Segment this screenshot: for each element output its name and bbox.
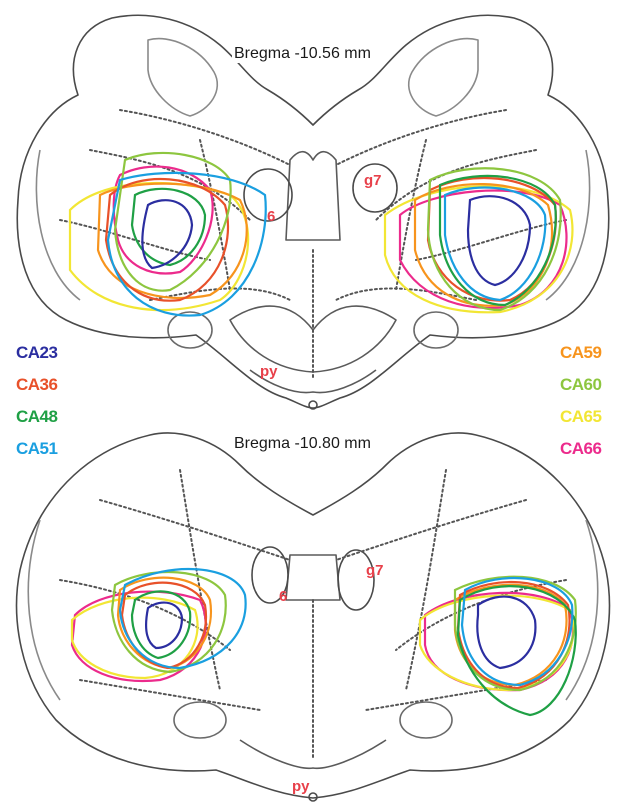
section-title-top: Bregma -10.56 mm: [232, 45, 373, 63]
label-py-top: py: [260, 363, 278, 380]
legend-item-ca48: CA48: [16, 407, 57, 427]
label-g7-bottom: g7: [366, 562, 384, 579]
legend-item-ca36: CA36: [16, 375, 57, 395]
legend-item-ca23: CA23: [16, 343, 57, 363]
section-title-bottom: Bregma -10.80 mm: [232, 435, 373, 453]
legend-item-ca51: CA51: [16, 439, 57, 459]
label-6-bottom: 6: [279, 588, 287, 605]
section-top-dotted-tracts: [60, 110, 566, 380]
legend-item-ca59: CA59: [560, 343, 601, 363]
contours-top-left: [70, 153, 266, 316]
section-bottom-dotted-tracts: [60, 470, 566, 760]
label-6-top: 6: [267, 208, 275, 225]
contours-bottom-right: [420, 577, 576, 715]
legend-item-ca65: CA65: [560, 407, 601, 427]
legend-item-ca66: CA66: [560, 439, 601, 459]
label-g7-top: g7: [364, 172, 382, 189]
legend-item-ca60: CA60: [560, 375, 601, 395]
label-py-bottom: py: [292, 778, 310, 795]
contours-bottom-left: [72, 569, 246, 681]
